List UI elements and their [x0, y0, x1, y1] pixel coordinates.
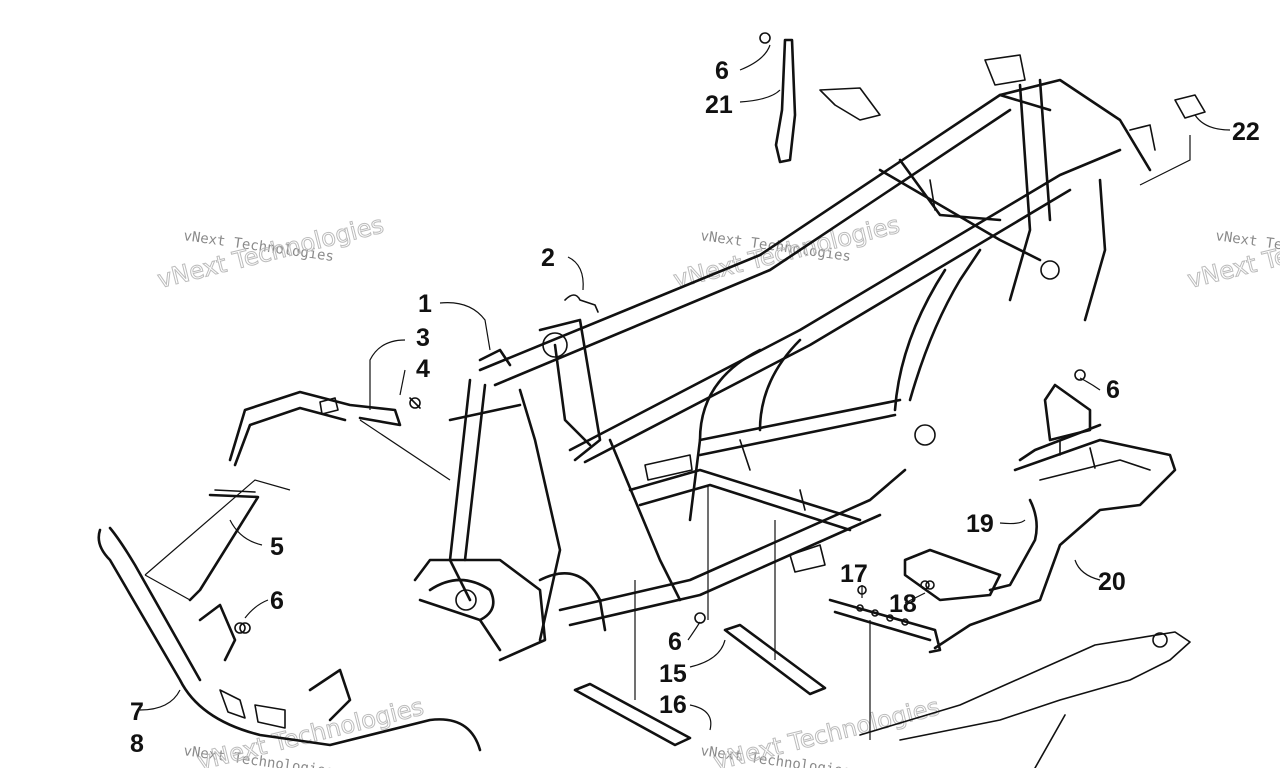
- watermark-outline-text: vNext Technologies: [155, 211, 387, 294]
- front-bumper-part: [97, 526, 482, 752]
- watermark-outline-text: vNext Technologies: [1185, 211, 1280, 294]
- watermark-bottom-center: vNext Technologies vNext Technologies: [699, 692, 943, 768]
- watermark-right: vNext Technologies vNext Technologies: [1184, 210, 1280, 294]
- floor-plate-part: [859, 631, 1191, 768]
- callout-3: 3: [416, 324, 430, 352]
- callout-8: 8: [130, 730, 144, 758]
- decal-part: [1174, 94, 1206, 119]
- watermark-left: vNext Technologies vNext Technologies: [154, 210, 387, 294]
- callout-7: 7: [130, 698, 144, 726]
- main-frame-part: [413, 54, 1156, 662]
- callout-4: 4: [416, 355, 430, 383]
- callout-5: 5: [270, 533, 284, 561]
- callout-22: 22: [1232, 118, 1260, 146]
- front-bracket-part: [228, 390, 402, 467]
- callout-2: 2: [541, 244, 555, 272]
- callout-17: 17: [840, 560, 868, 588]
- fastener-parts: [234, 369, 1086, 634]
- callout-1: 1: [418, 290, 432, 318]
- bolt-part: [409, 397, 421, 409]
- rear-rack-part: [933, 383, 1177, 650]
- leader-lines: [139, 44, 1231, 740]
- rear-mount-part: [828, 548, 1002, 654]
- callout-19: 19: [966, 510, 994, 538]
- callout-6-top: 6: [715, 57, 729, 85]
- watermark-center: vNext Technologies vNext Technologies: [670, 210, 903, 294]
- callout-20: 20: [1098, 568, 1126, 596]
- clip-part: [564, 294, 599, 313]
- skid-pad-part: [573, 623, 827, 747]
- upper-bracket-part: [759, 32, 881, 164]
- callout-18: 18: [889, 590, 917, 618]
- callout-6-center: 6: [668, 628, 682, 656]
- rear-brace-part: [988, 498, 1038, 592]
- watermark-outline-text: vNext Technologies: [671, 211, 903, 294]
- callout-21: 21: [705, 91, 733, 119]
- callout-6-rear: 6: [1106, 376, 1120, 404]
- callout-15: 15: [659, 660, 687, 688]
- watermark-outline-text: vNext Technologies: [711, 693, 943, 768]
- callout-labels: 1 2 3 4 5 6 6 6 6 7 8 15 16 17 18 19 20 …: [130, 57, 1260, 758]
- support-brace-part: [188, 489, 260, 602]
- callout-16: 16: [659, 691, 687, 719]
- callout-6-front: 6: [270, 587, 284, 615]
